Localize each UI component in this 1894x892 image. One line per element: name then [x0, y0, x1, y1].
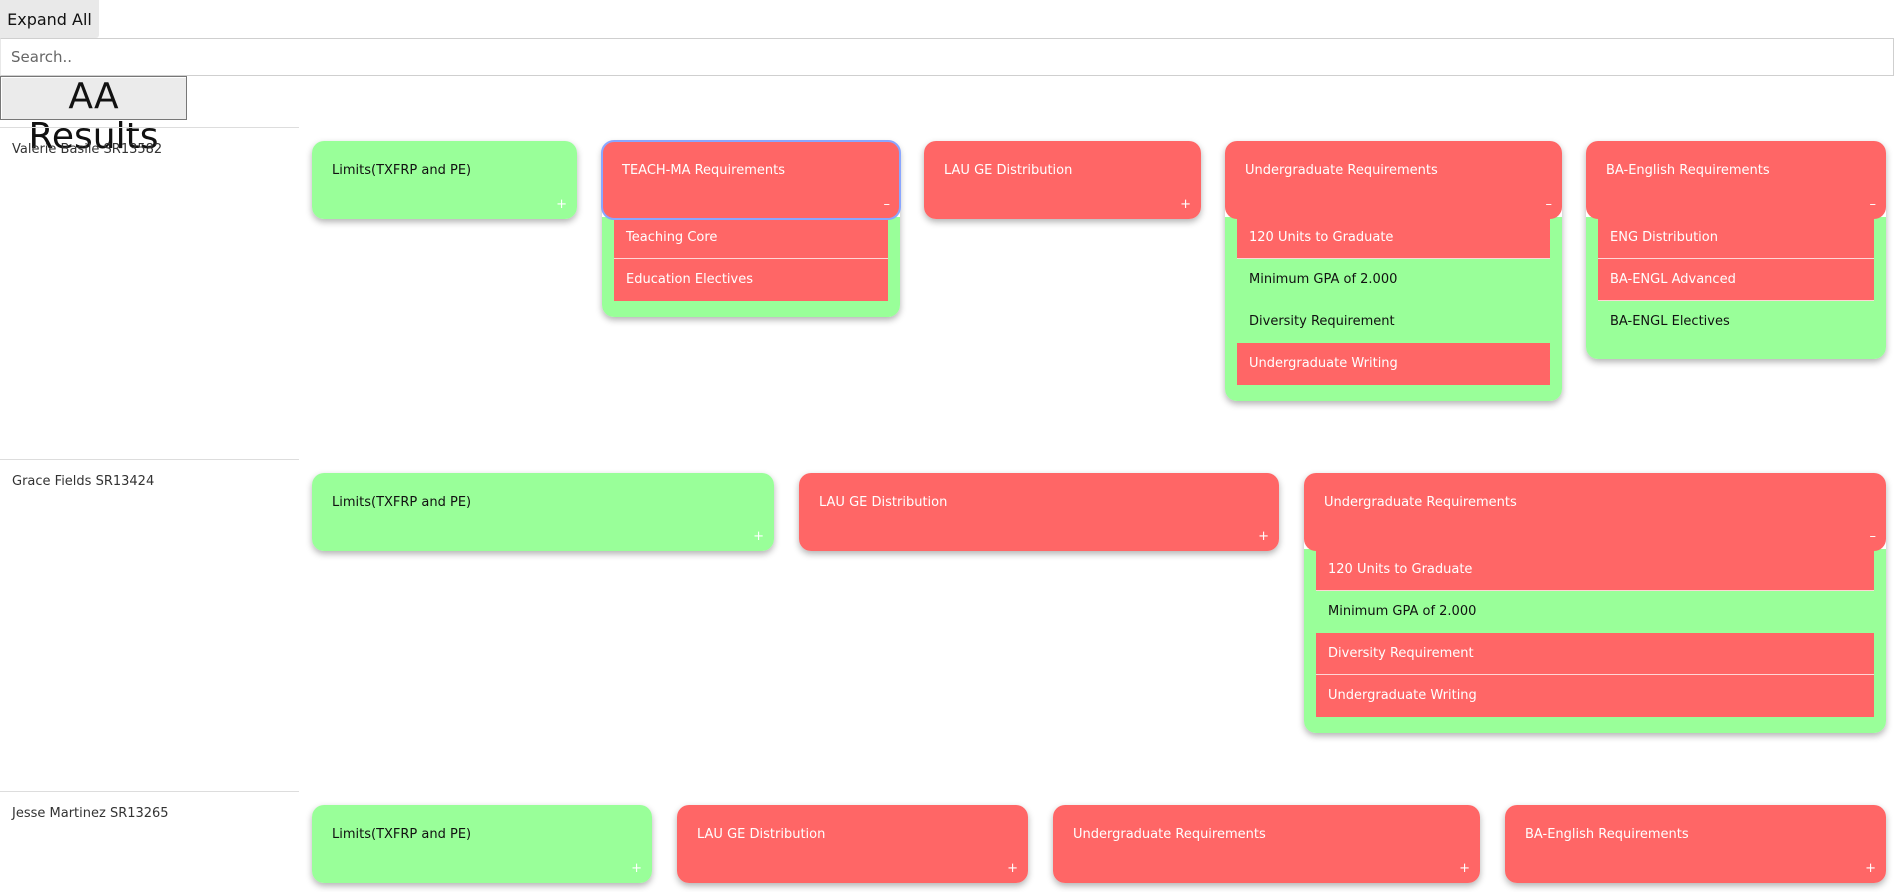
student-name: Grace Fields SR13424	[0, 459, 299, 503]
requirement-header[interactable]: LAU GE Distribution +	[677, 805, 1028, 883]
requirement-items: ENG Distribution BA-ENGL Advanced BA-ENG…	[1586, 217, 1886, 359]
requirement-label: Undergraduate Requirements	[1073, 827, 1266, 842]
requirement-label: BA-English Requirements	[1525, 827, 1689, 842]
requirement-label: LAU GE Distribution	[819, 495, 948, 510]
student-name: Jesse Martinez SR13265	[0, 791, 299, 835]
expand-icon[interactable]: +	[556, 197, 567, 212]
requirement-card: Undergraduate Requirements +	[1053, 805, 1480, 883]
sub-requirement-item[interactable]: Diversity Requirement	[1316, 633, 1874, 675]
requirement-card: Undergraduate Requirements – 120 Units t…	[1304, 473, 1886, 733]
expand-icon[interactable]: +	[1180, 197, 1191, 212]
requirement-header[interactable]: LAU GE Distribution +	[799, 473, 1279, 551]
sub-requirement-item[interactable]: 120 Units to Graduate	[1316, 549, 1874, 591]
requirement-label: Undergraduate Requirements	[1324, 495, 1517, 510]
expand-icon[interactable]: +	[753, 529, 764, 544]
page-title: AA Results	[0, 76, 187, 157]
requirement-label: LAU GE Distribution	[697, 827, 826, 842]
requirement-header[interactable]: Undergraduate Requirements –	[1225, 141, 1562, 219]
expand-icon[interactable]: +	[1258, 529, 1269, 544]
sub-requirement-item[interactable]: Minimum GPA of 2.000	[1316, 591, 1874, 633]
requirement-label: LAU GE Distribution	[944, 163, 1073, 178]
requirement-label: BA-English Requirements	[1606, 163, 1770, 178]
requirement-items: 120 Units to Graduate Minimum GPA of 2.0…	[1304, 549, 1886, 733]
requirement-header[interactable]: LAU GE Distribution +	[924, 141, 1201, 219]
requirement-label: Limits(TXFRP and PE)	[332, 495, 472, 510]
sub-requirement-item[interactable]: ENG Distribution	[1598, 217, 1874, 259]
requirement-header[interactable]: Undergraduate Requirements –	[1304, 473, 1886, 551]
requirement-header[interactable]: Limits(TXFRP and PE) +	[312, 805, 652, 883]
requirement-card: LAU GE Distribution +	[799, 473, 1279, 551]
student-name: Valerie Basile SR13582	[0, 127, 299, 171]
requirement-card: Limits(TXFRP and PE) +	[312, 473, 774, 551]
requirement-header[interactable]: Limits(TXFRP and PE) +	[312, 473, 774, 551]
sub-requirement-item[interactable]: 120 Units to Graduate	[1237, 217, 1550, 259]
sub-requirement-item[interactable]: Education Electives	[614, 259, 888, 301]
requirement-card: BA-English Requirements – ENG Distributi…	[1586, 141, 1886, 359]
sub-requirement-item[interactable]: Undergraduate Writing	[1237, 343, 1550, 385]
requirement-card: BA-English Requirements +	[1505, 805, 1886, 883]
requirement-card: Undergraduate Requirements – 120 Units t…	[1225, 141, 1562, 401]
requirement-header[interactable]: TEACH-MA Requirements –	[601, 140, 901, 220]
expand-icon[interactable]: +	[1459, 861, 1470, 876]
collapse-icon[interactable]: –	[1545, 197, 1553, 212]
requirement-header[interactable]: Undergraduate Requirements +	[1053, 805, 1480, 883]
requirement-card: TEACH-MA Requirements – Teaching Core Ed…	[601, 140, 901, 317]
requirement-header[interactable]: Limits(TXFRP and PE) +	[312, 141, 577, 219]
collapse-icon[interactable]: –	[1869, 197, 1877, 212]
collapse-icon[interactable]: –	[883, 197, 891, 212]
sub-requirement-item[interactable]: BA-ENGL Advanced	[1598, 259, 1874, 301]
expand-icon[interactable]: +	[1865, 861, 1876, 876]
sub-requirement-item[interactable]: Teaching Core	[614, 217, 888, 259]
sub-requirement-item[interactable]: Minimum GPA of 2.000	[1237, 259, 1550, 301]
collapse-icon[interactable]: –	[1869, 529, 1877, 544]
sub-requirement-item[interactable]: Diversity Requirement	[1237, 301, 1550, 343]
requirement-card: Limits(TXFRP and PE) +	[312, 805, 652, 883]
search-input[interactable]	[0, 38, 1894, 76]
sub-requirement-item[interactable]: Undergraduate Writing	[1316, 675, 1874, 717]
requirement-label: Limits(TXFRP and PE)	[332, 827, 472, 842]
requirement-items: 120 Units to Graduate Minimum GPA of 2.0…	[1225, 217, 1562, 401]
requirement-card: Limits(TXFRP and PE) +	[312, 141, 577, 219]
requirement-label: Undergraduate Requirements	[1245, 163, 1438, 178]
expand-all-button[interactable]: Expand All	[0, 0, 99, 38]
sub-requirement-item[interactable]: BA-ENGL Electives	[1598, 301, 1874, 343]
requirement-header[interactable]: BA-English Requirements –	[1586, 141, 1886, 219]
expand-icon[interactable]: +	[631, 861, 642, 876]
requirement-header[interactable]: BA-English Requirements +	[1505, 805, 1886, 883]
requirement-card: LAU GE Distribution +	[924, 141, 1201, 219]
requirement-items: Teaching Core Education Electives	[602, 217, 900, 317]
requirement-label: TEACH-MA Requirements	[622, 163, 785, 178]
requirement-label: Limits(TXFRP and PE)	[332, 163, 472, 178]
requirement-card: LAU GE Distribution +	[677, 805, 1028, 883]
expand-icon[interactable]: +	[1007, 861, 1018, 876]
